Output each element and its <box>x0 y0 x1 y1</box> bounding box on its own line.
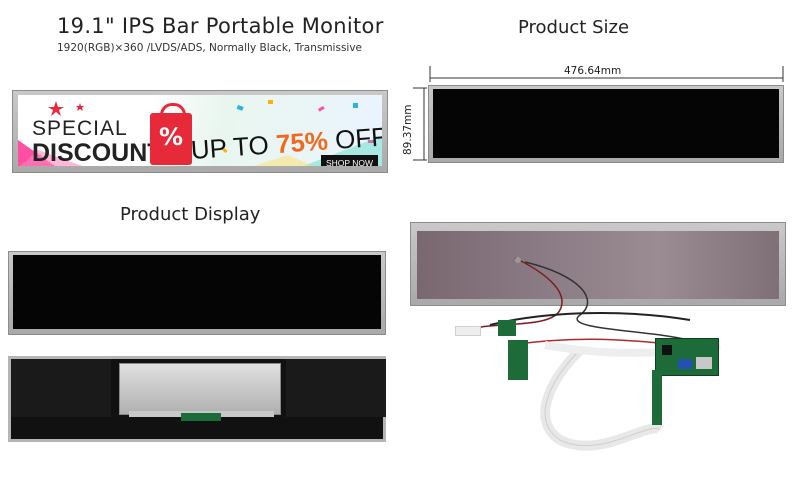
size-monitor <box>428 85 784 163</box>
controller-board <box>655 338 719 376</box>
shopping-bag-icon <box>150 113 192 165</box>
offer-prefix: UP TO <box>189 129 277 166</box>
controller-chip <box>662 345 672 355</box>
banner-special-text: SPECIAL <box>32 117 128 140</box>
kit-monitor-screen <box>417 231 779 299</box>
back-connector-board <box>181 413 221 421</box>
back-left-cover <box>11 359 111 417</box>
product-title: 19.1" IPS Bar Portable Monitor <box>57 14 384 38</box>
inverter-board <box>508 340 528 380</box>
height-dimension-label: 89.37mm <box>402 104 414 155</box>
lvds-connector <box>455 326 481 336</box>
banner-discount-text: DISCOUNT <box>32 139 163 166</box>
front-monitor <box>8 251 386 335</box>
keypad-board <box>652 370 662 425</box>
front-monitor-screen <box>13 255 381 329</box>
banner-screen: SPECIAL DISCOUNT % UP TO 75% OFF SHOP NO… <box>18 95 382 166</box>
size-monitor-screen <box>433 89 779 158</box>
width-dimension-label: 476.64mm <box>564 65 622 77</box>
offer-suffix: OFF <box>326 121 382 156</box>
product-size-heading: Product Size <box>518 17 630 38</box>
back-metal-plate <box>119 363 281 415</box>
small-board-top <box>498 320 516 336</box>
back-panel <box>8 356 386 442</box>
product-spec-subtitle: 1920(RGB)×360 /LVDS/ADS, Normally Black,… <box>57 42 363 54</box>
kit-monitor <box>410 222 786 306</box>
bag-percent-symbol: % <box>158 123 184 151</box>
power-jack <box>696 357 712 369</box>
back-right-cover <box>286 359 386 417</box>
vga-port <box>678 359 692 369</box>
shop-now-button[interactable]: SHOP NOW <box>321 155 379 166</box>
banner-monitor: SPECIAL DISCOUNT % UP TO 75% OFF SHOP NO… <box>12 90 388 173</box>
shopping-bag-handle <box>160 103 186 122</box>
dimension-lines <box>413 66 784 161</box>
product-display-heading: Product Display <box>120 204 261 225</box>
